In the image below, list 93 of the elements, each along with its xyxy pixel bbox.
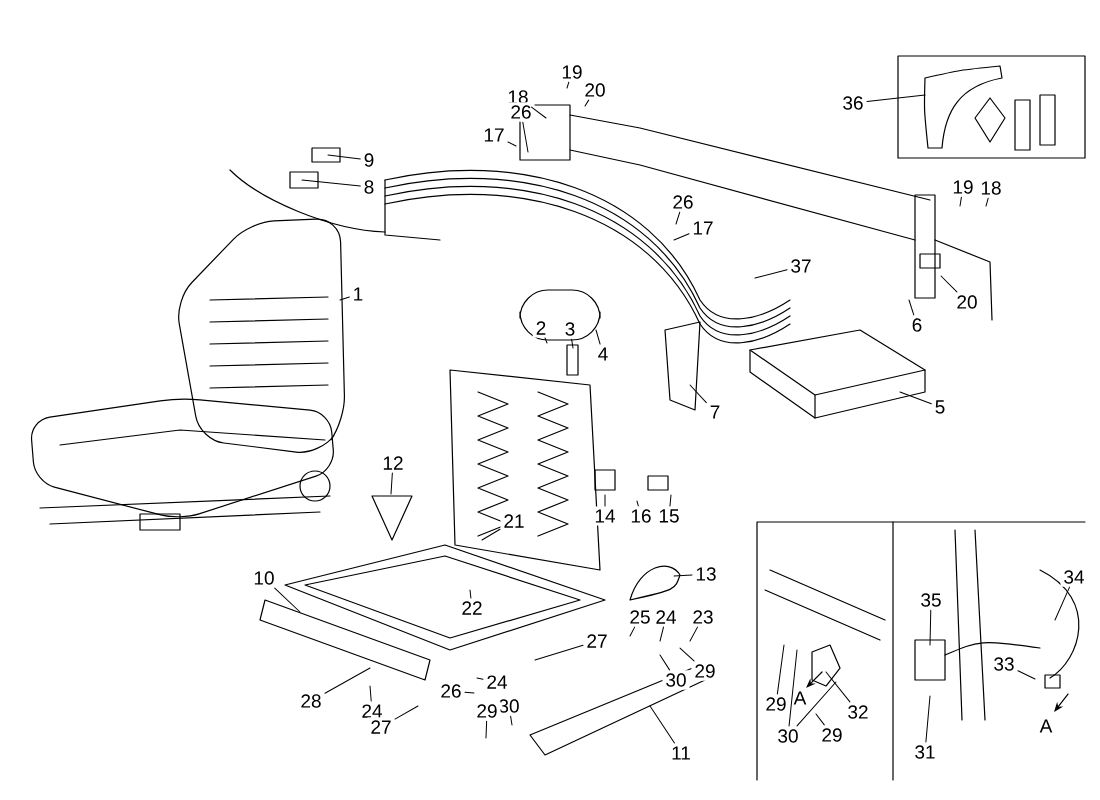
leader-line (571, 338, 574, 349)
leader-line (369, 685, 372, 702)
leader-line (866, 94, 926, 102)
leader-line (659, 626, 664, 642)
callout-number: 27 (367, 717, 395, 737)
callout-number: 15 (655, 506, 683, 526)
callout-number: 25 (626, 607, 654, 627)
leader-line (929, 609, 932, 646)
callout-number: 33 (990, 654, 1018, 674)
leader-line (394, 705, 419, 720)
callout-number: 35 (917, 590, 945, 610)
leader-line (327, 154, 361, 160)
leader-line (464, 691, 475, 694)
leader-line (339, 296, 350, 301)
leader-line (689, 384, 707, 404)
leader-line (522, 121, 529, 153)
leader-line (959, 196, 962, 207)
leader-line (324, 667, 371, 694)
leader-line (679, 647, 695, 662)
leader-line (815, 713, 825, 726)
callout-number: 37 (787, 256, 815, 276)
callout-number: 29 (473, 701, 501, 721)
callout-number: 24 (483, 672, 511, 692)
leader-line (390, 472, 393, 495)
leader-line (636, 500, 639, 507)
callout-number: 23 (689, 607, 717, 627)
callout-number: 32 (844, 702, 872, 722)
leader-line (754, 269, 788, 279)
leader-line (675, 211, 681, 225)
callout-number: 26 (669, 192, 697, 212)
leader-line (659, 654, 671, 671)
leader-line (510, 715, 513, 726)
callout-number: 26 (437, 681, 465, 701)
callout-number: 17 (480, 125, 508, 145)
leader-line (908, 299, 915, 316)
leader-line (673, 574, 693, 577)
view-label: A (793, 691, 807, 705)
callout-number: 12 (379, 453, 407, 473)
callout-number: 36 (839, 93, 867, 113)
leader-line (481, 528, 501, 541)
callout-number: 19 (949, 177, 977, 197)
callout-number: 27 (583, 631, 611, 651)
callout-number: 11 (668, 743, 694, 763)
callout-number: 22 (458, 598, 486, 618)
callout-number: 18 (977, 178, 1005, 198)
callout-number: 20 (953, 292, 981, 312)
callout-number: 17 (689, 218, 717, 238)
callout-number: 34 (1060, 567, 1088, 587)
leader-line (595, 329, 601, 345)
callout-number: 21 (500, 511, 528, 531)
leader-line (1054, 586, 1071, 621)
callout-number: 19 (558, 62, 586, 82)
leader-line (825, 671, 851, 703)
callout-number: 13 (692, 564, 720, 584)
callout-number: 30 (662, 670, 690, 690)
leader-line (469, 589, 472, 599)
leader-line (899, 391, 932, 405)
leader-line (669, 494, 672, 507)
callout-number: 14 (591, 506, 619, 526)
leader-line (649, 705, 675, 744)
leader-line (485, 720, 488, 739)
callout-number: 29 (691, 661, 719, 681)
leader-line (673, 233, 690, 241)
callout-number: 16 (627, 506, 655, 526)
callout-number: 10 (250, 568, 278, 588)
leader-line (925, 695, 931, 743)
leader-line (544, 337, 548, 344)
callout-number: 26 (507, 102, 535, 122)
leader-line (629, 626, 636, 637)
leader-line (531, 106, 547, 119)
leader-line (476, 677, 484, 680)
callout-number: 30 (774, 726, 802, 746)
leader-line (301, 179, 361, 187)
leader-line (689, 626, 698, 642)
leader-line (776, 644, 785, 695)
leader-line (274, 587, 301, 613)
leader-line (1017, 670, 1036, 680)
leader-line (584, 99, 590, 107)
callout-number: 29 (762, 694, 790, 714)
leader-line (796, 681, 837, 727)
leader-line (788, 649, 798, 727)
callout-number: 24 (652, 607, 680, 627)
leader-line (940, 275, 958, 293)
callout-number: 29 (818, 725, 846, 745)
callout-number: 20 (581, 80, 609, 100)
leader-line (985, 197, 989, 207)
callout-number: 28 (297, 691, 325, 711)
callout-number: 31 (911, 742, 939, 762)
leader-line (534, 644, 584, 661)
leader-line (604, 494, 606, 507)
leader-line (507, 141, 517, 147)
view-label: A (1039, 719, 1053, 733)
leader-line (566, 81, 570, 89)
